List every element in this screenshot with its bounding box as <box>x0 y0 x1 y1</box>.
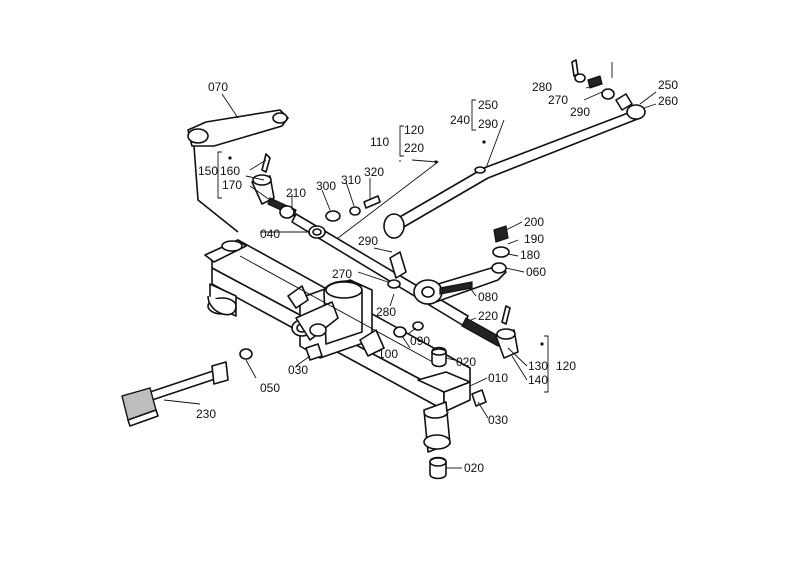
label-070: 070 <box>208 80 228 94</box>
knuckle-arm-070 <box>187 109 289 233</box>
label-120-right: 120 <box>556 359 576 373</box>
king-pin-230 <box>121 348 253 427</box>
leader-lines <box>163 83 657 469</box>
label-260: 260 <box>658 94 678 108</box>
label-080: 080 <box>478 290 498 304</box>
label-150: 150 <box>198 164 218 178</box>
label-180: 180 <box>520 248 540 262</box>
label-060: 060 <box>526 265 546 279</box>
part-labels: 070 150 160 170 210 040 300 310 320 110 … <box>196 78 678 475</box>
label-250-top: 250 <box>478 98 498 112</box>
label-220-top: 220 <box>404 141 424 155</box>
label-240: 240 <box>450 113 470 127</box>
label-290-top: 290 <box>478 117 498 131</box>
label-160: 160 <box>220 164 240 178</box>
label-020-center: 020 <box>456 355 476 369</box>
label-100: 100 <box>378 347 398 361</box>
drag-link-240 <box>383 59 646 239</box>
label-170: 170 <box>222 178 242 192</box>
label-320: 320 <box>364 165 384 179</box>
label-220-right: 220 <box>478 309 498 323</box>
label-290-right: 290 <box>570 105 590 119</box>
label-200: 200 <box>524 215 544 229</box>
label-110: 110 <box>370 135 389 149</box>
label-010: 010 <box>488 371 508 385</box>
steering-arm-060 <box>387 251 507 305</box>
tie-rod-end-right <box>492 225 519 359</box>
label-050: 050 <box>260 381 280 395</box>
label-270-top: 270 <box>548 93 568 107</box>
label-030-right: 030 <box>488 413 508 427</box>
label-270-center: 270 <box>332 267 352 281</box>
label-130: 130 <box>528 359 548 373</box>
label-290-center: 290 <box>358 234 378 248</box>
label-040: 040 <box>260 227 280 241</box>
label-250-right: 250 <box>658 78 678 92</box>
bushing-020 <box>429 456 447 480</box>
label-120-top: 120 <box>404 123 424 137</box>
label-310: 310 <box>341 173 361 187</box>
label-210: 210 <box>286 186 306 200</box>
label-230: 230 <box>196 407 216 421</box>
front-axle-beam <box>204 239 471 453</box>
label-140: 140 <box>528 373 548 387</box>
grouping-braces <box>217 62 613 393</box>
label-020-bottom: 020 <box>464 461 484 475</box>
label-090: 090 <box>410 334 430 348</box>
label-300: 300 <box>316 179 336 193</box>
label-280-center: 280 <box>376 305 396 319</box>
label-030-left: 030 <box>288 363 308 377</box>
label-280-top: 280 <box>532 80 552 94</box>
label-190: 190 <box>524 232 544 246</box>
